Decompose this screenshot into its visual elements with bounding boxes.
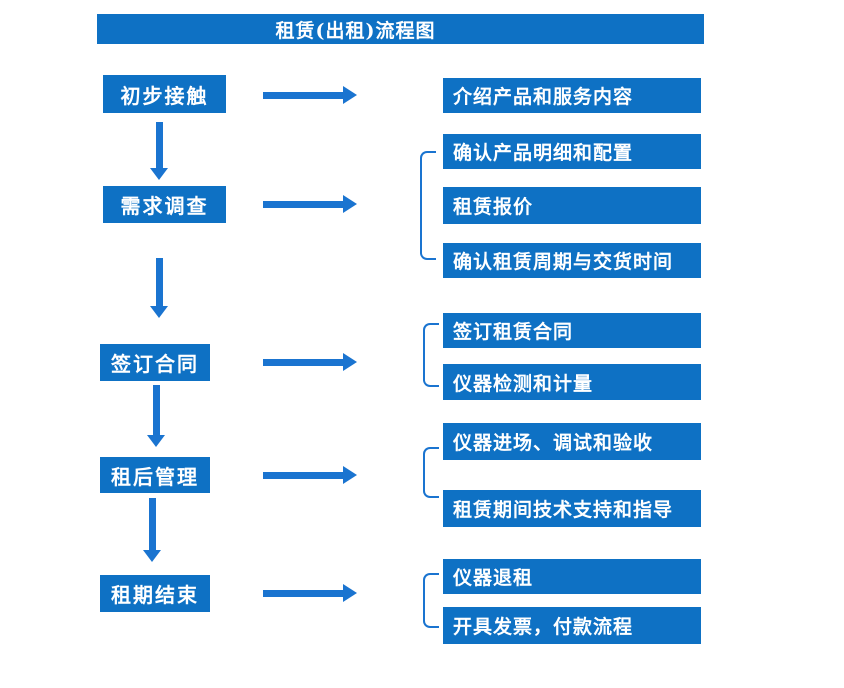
stage-box-post-rental-management: 租后管理 (100, 457, 210, 493)
flowchart-title: 租赁(出租)流程图 (275, 19, 436, 42)
arrow-shaft (155, 122, 163, 169)
task-box-rental-quote: 租赁报价 (443, 187, 701, 224)
arrow-down-icon-2 (150, 258, 168, 318)
arrow-shaft (263, 589, 344, 597)
arrow-head (343, 86, 357, 104)
arrow-head (147, 435, 165, 447)
arrow-shaft (155, 258, 163, 307)
arrow-right-icon-3 (263, 353, 357, 371)
arrow-right-icon-5 (263, 584, 357, 602)
arrow-down-icon-4 (143, 498, 161, 562)
arrow-shaft (263, 358, 344, 366)
task-box-instrument-inspection-metering: 仪器检测和计量 (443, 364, 701, 400)
arrow-shaft (263, 471, 344, 479)
task-box-instrument-return: 仪器退租 (443, 559, 701, 594)
arrow-head (150, 306, 168, 318)
arrow-head (343, 353, 357, 371)
arrow-head (143, 550, 161, 562)
task-box-sign-rental-contract: 签订租赁合同 (443, 313, 701, 348)
arrow-head (343, 466, 357, 484)
task-box-instrument-entry-debug-acceptance: 仪器进场、调试和验收 (443, 423, 701, 460)
arrow-head (343, 195, 357, 213)
arrow-head (343, 584, 357, 602)
group-bracket-demand-survey (420, 151, 436, 260)
arrow-down-icon-1 (150, 122, 168, 180)
arrow-right-icon-4 (263, 466, 357, 484)
arrow-shaft (263, 91, 344, 99)
flowchart-title-bar: 租赁(出租)流程图 (97, 14, 704, 44)
stage-box-rental-end: 租期结束 (100, 575, 210, 612)
stage-box-demand-survey: 需求调查 (103, 186, 226, 223)
arrow-right-icon-2 (263, 195, 357, 213)
arrow-down-icon-3 (147, 385, 165, 447)
arrow-right-icon-1 (263, 86, 357, 104)
group-bracket-rental-end (423, 573, 439, 628)
arrow-head (150, 168, 168, 180)
arrow-shaft (263, 200, 344, 208)
group-bracket-sign-contract (423, 323, 439, 387)
group-bracket-post-rental-management (423, 447, 439, 498)
stage-box-initial-contact: 初步接触 (103, 75, 226, 113)
arrow-shaft (148, 498, 156, 551)
task-box-confirm-rental-period-delivery: 确认租赁周期与交货时间 (443, 243, 701, 278)
task-box-confirm-product-details: 确认产品明细和配置 (443, 134, 701, 169)
task-box-introduce-products-services: 介绍产品和服务内容 (443, 78, 701, 113)
arrow-shaft (152, 385, 160, 436)
task-box-tech-support-guidance: 租赁期间技术支持和指导 (443, 490, 701, 527)
task-box-invoice-payment-process: 开具发票，付款流程 (443, 607, 701, 644)
stage-box-sign-contract: 签订合同 (100, 344, 210, 381)
